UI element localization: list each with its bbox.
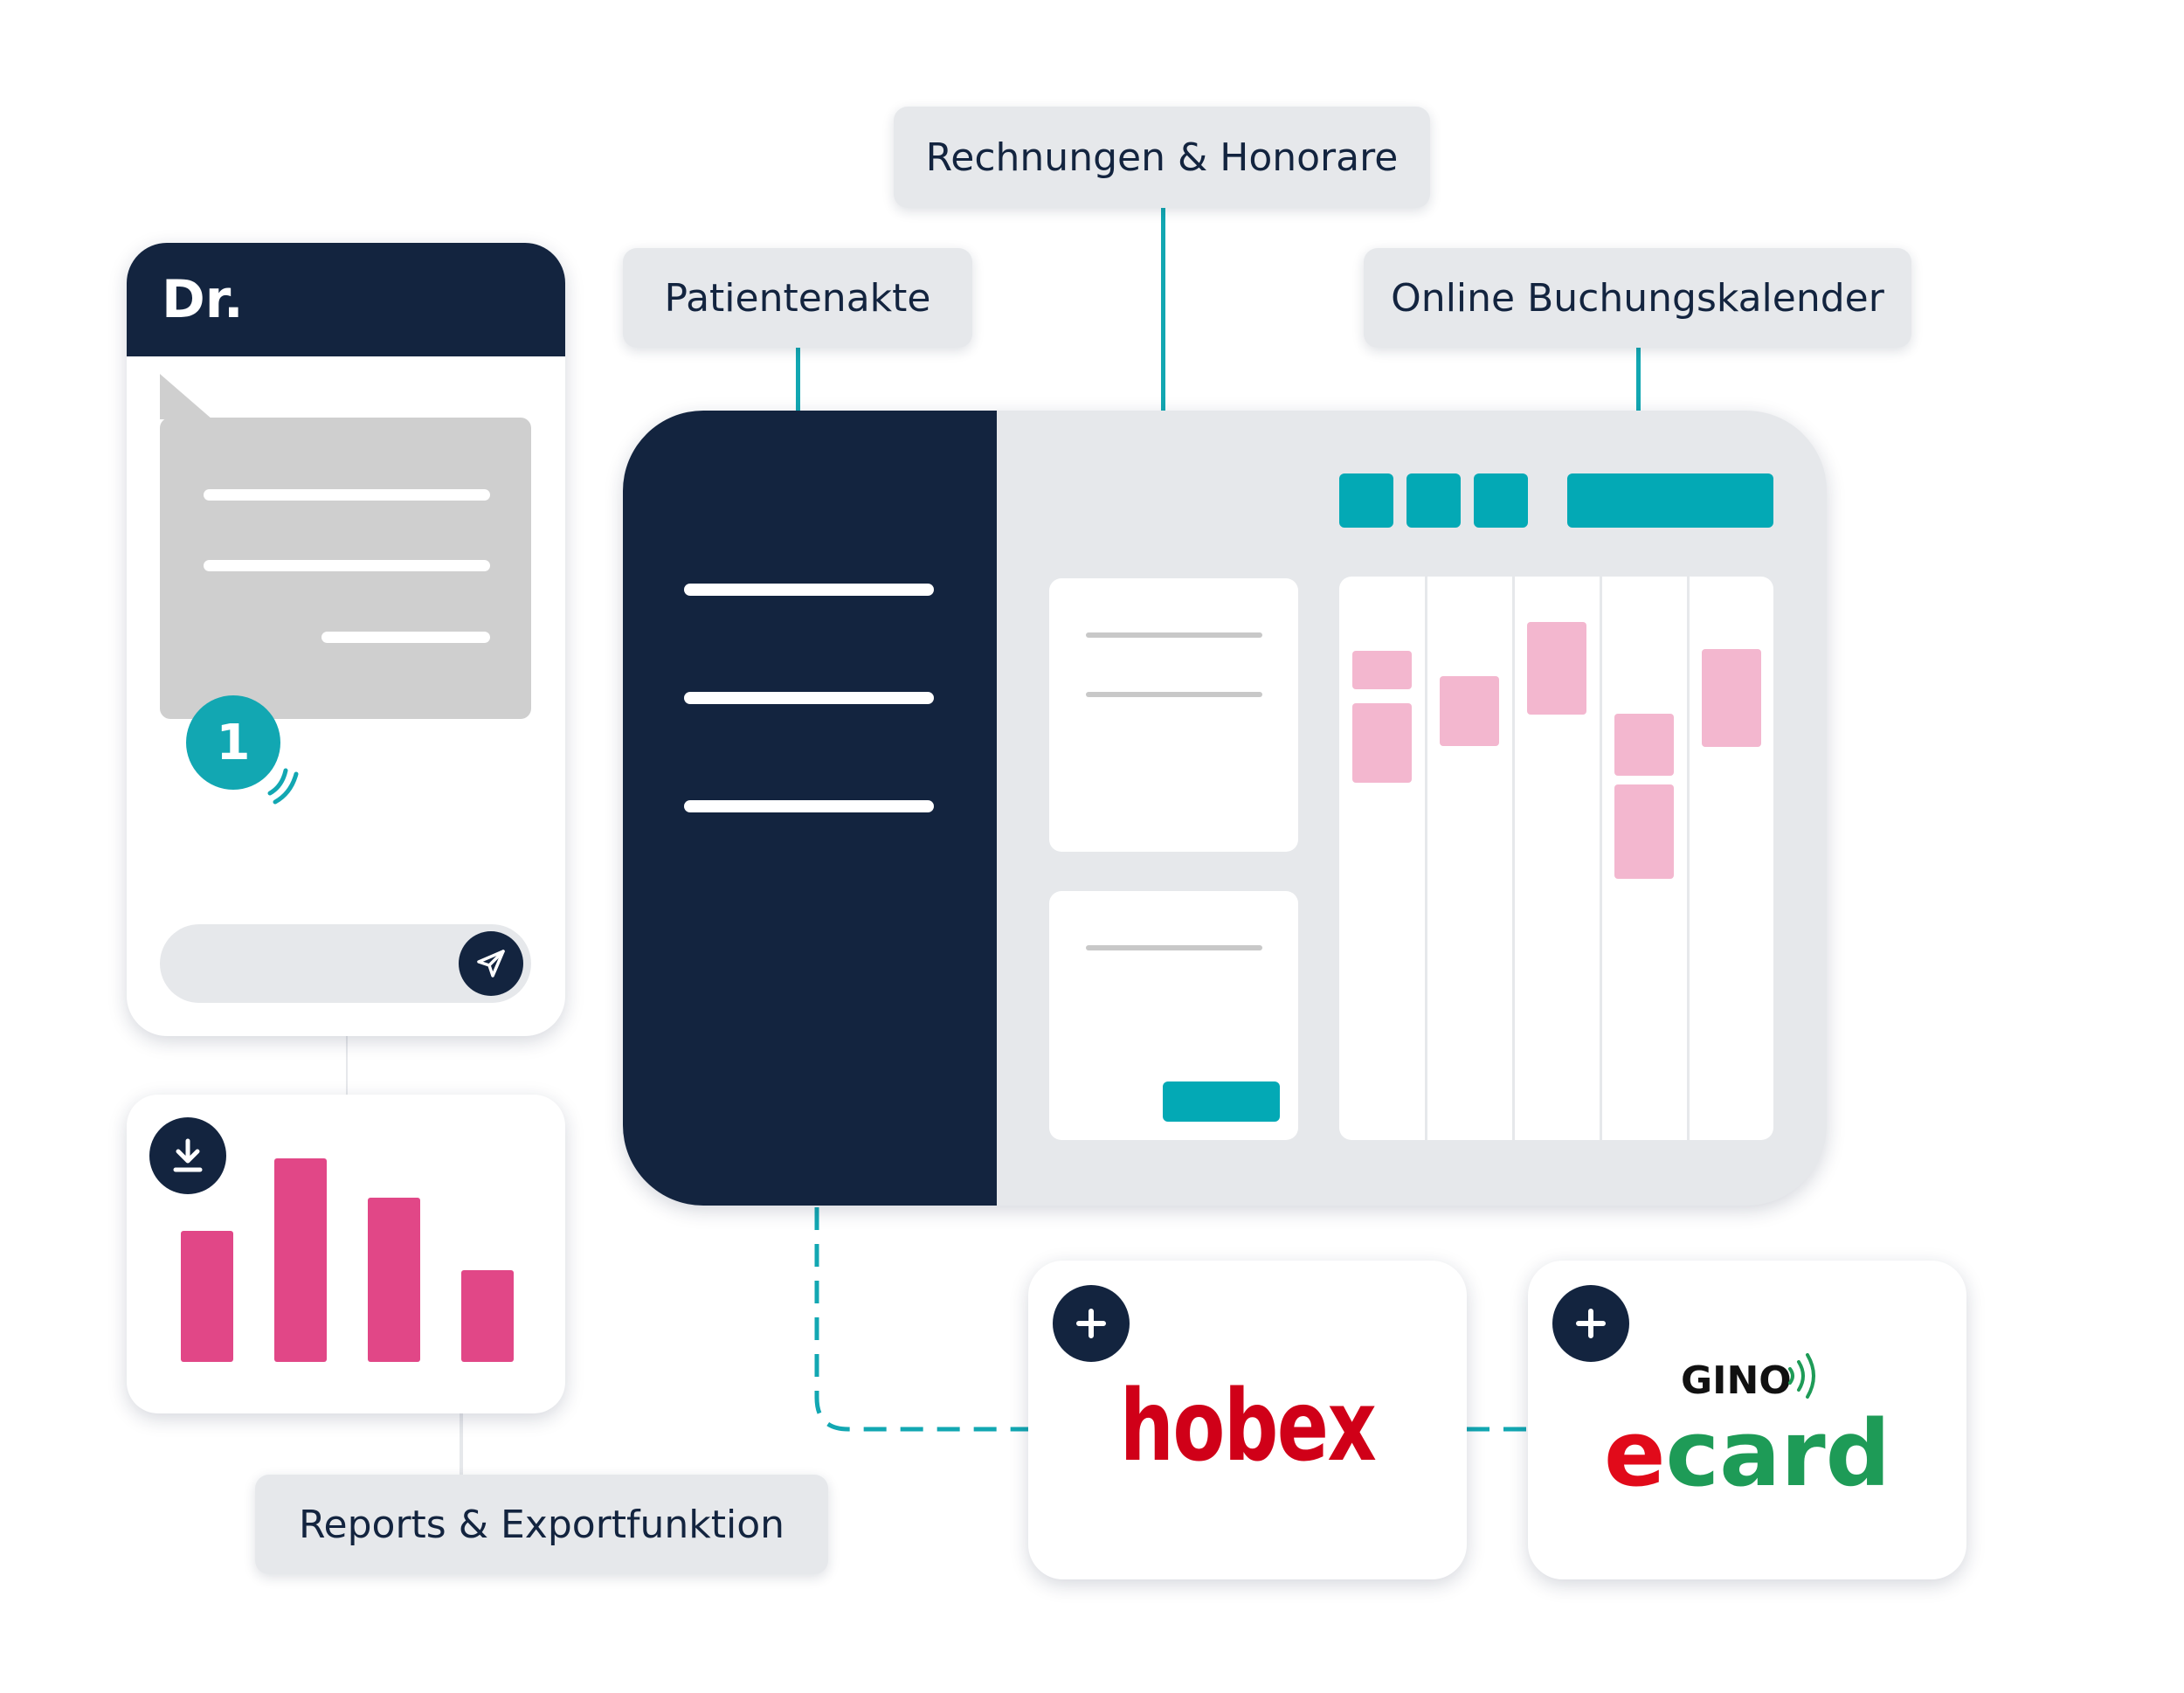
invoice-card (1049, 891, 1298, 1140)
message-bubble (160, 418, 531, 719)
calendar-divider (1600, 577, 1602, 1140)
label-patientenakte: Patientenakte (623, 248, 972, 348)
calendar-appointment[interactable] (1352, 651, 1412, 689)
ecard-logo-card: card (1665, 1400, 1891, 1507)
connector-report-label (460, 1413, 463, 1475)
ecard-logo-e: e (1603, 1400, 1666, 1507)
add-hobex-button[interactable] (1053, 1285, 1130, 1362)
ecard-card: GINO ecard (1528, 1261, 1966, 1579)
calendar-appointment[interactable] (1352, 703, 1412, 783)
booking-calendar (1339, 577, 1773, 1140)
download-button[interactable] (149, 1117, 226, 1194)
sidebar-item[interactable] (684, 692, 934, 704)
message-line (321, 632, 490, 643)
contactless-icon (1788, 1353, 1815, 1399)
report-bar (461, 1270, 514, 1362)
hobex-card: hobex (1028, 1261, 1467, 1579)
app-sidebar (623, 411, 997, 1206)
text-line (1086, 632, 1262, 638)
gino-brand: GINO (1681, 1358, 1792, 1403)
connector-buchungskalender (1636, 348, 1641, 412)
send-button[interactable] (459, 931, 523, 996)
phone-title: Dr. (162, 269, 244, 330)
report-bar (181, 1231, 233, 1362)
calendar-appointment[interactable] (1702, 649, 1761, 747)
calendar-appointment[interactable] (1527, 622, 1586, 715)
sidebar-item[interactable] (684, 584, 934, 596)
calendar-divider (1512, 577, 1515, 1140)
signal-waves-icon (267, 768, 299, 805)
app-window (623, 411, 1827, 1206)
connector-rechnungen (1161, 208, 1165, 412)
add-ecard-button[interactable] (1552, 1285, 1629, 1362)
text-line (1086, 945, 1262, 950)
calendar-divider (1425, 577, 1427, 1140)
toolbar-button[interactable] (1474, 473, 1528, 528)
calendar-appointment[interactable] (1614, 784, 1674, 879)
sidebar-item[interactable] (684, 800, 934, 812)
label-buchungskalender: Online Buchungskalender (1364, 248, 1911, 348)
message-line (204, 560, 490, 571)
message-line (204, 489, 490, 501)
toolbar-button[interactable] (1406, 473, 1461, 528)
label-reports: Reports & Exportfunktion (255, 1475, 828, 1574)
report-bar (368, 1198, 420, 1362)
invoice-action-button[interactable] (1163, 1081, 1280, 1122)
bubble-tail (160, 374, 212, 419)
report-bar (274, 1158, 327, 1362)
send-icon (477, 950, 505, 978)
plus-icon (1076, 1309, 1106, 1338)
hobex-logo: hobex (1119, 1370, 1377, 1483)
text-line (1086, 692, 1262, 697)
toolbar-button[interactable] (1339, 473, 1393, 528)
phone-header: Dr. (127, 243, 565, 356)
phone-messenger: Dr. 1 (127, 243, 565, 1036)
calendar-appointment[interactable] (1614, 714, 1674, 776)
label-rechnungen: Rechnungen & Honorare (894, 107, 1430, 208)
download-icon (173, 1138, 203, 1172)
plus-icon (1576, 1309, 1606, 1338)
calendar-divider (1687, 577, 1690, 1140)
toolbar-action-button[interactable] (1567, 473, 1773, 528)
notification-badge: 1 (186, 695, 280, 790)
connector-phone-report (346, 1036, 348, 1095)
connector-patientenakte (796, 348, 800, 412)
report-card (127, 1095, 565, 1413)
patient-card (1049, 578, 1298, 852)
calendar-appointment[interactable] (1440, 676, 1499, 746)
ecard-logo: ecard (1528, 1400, 1966, 1507)
